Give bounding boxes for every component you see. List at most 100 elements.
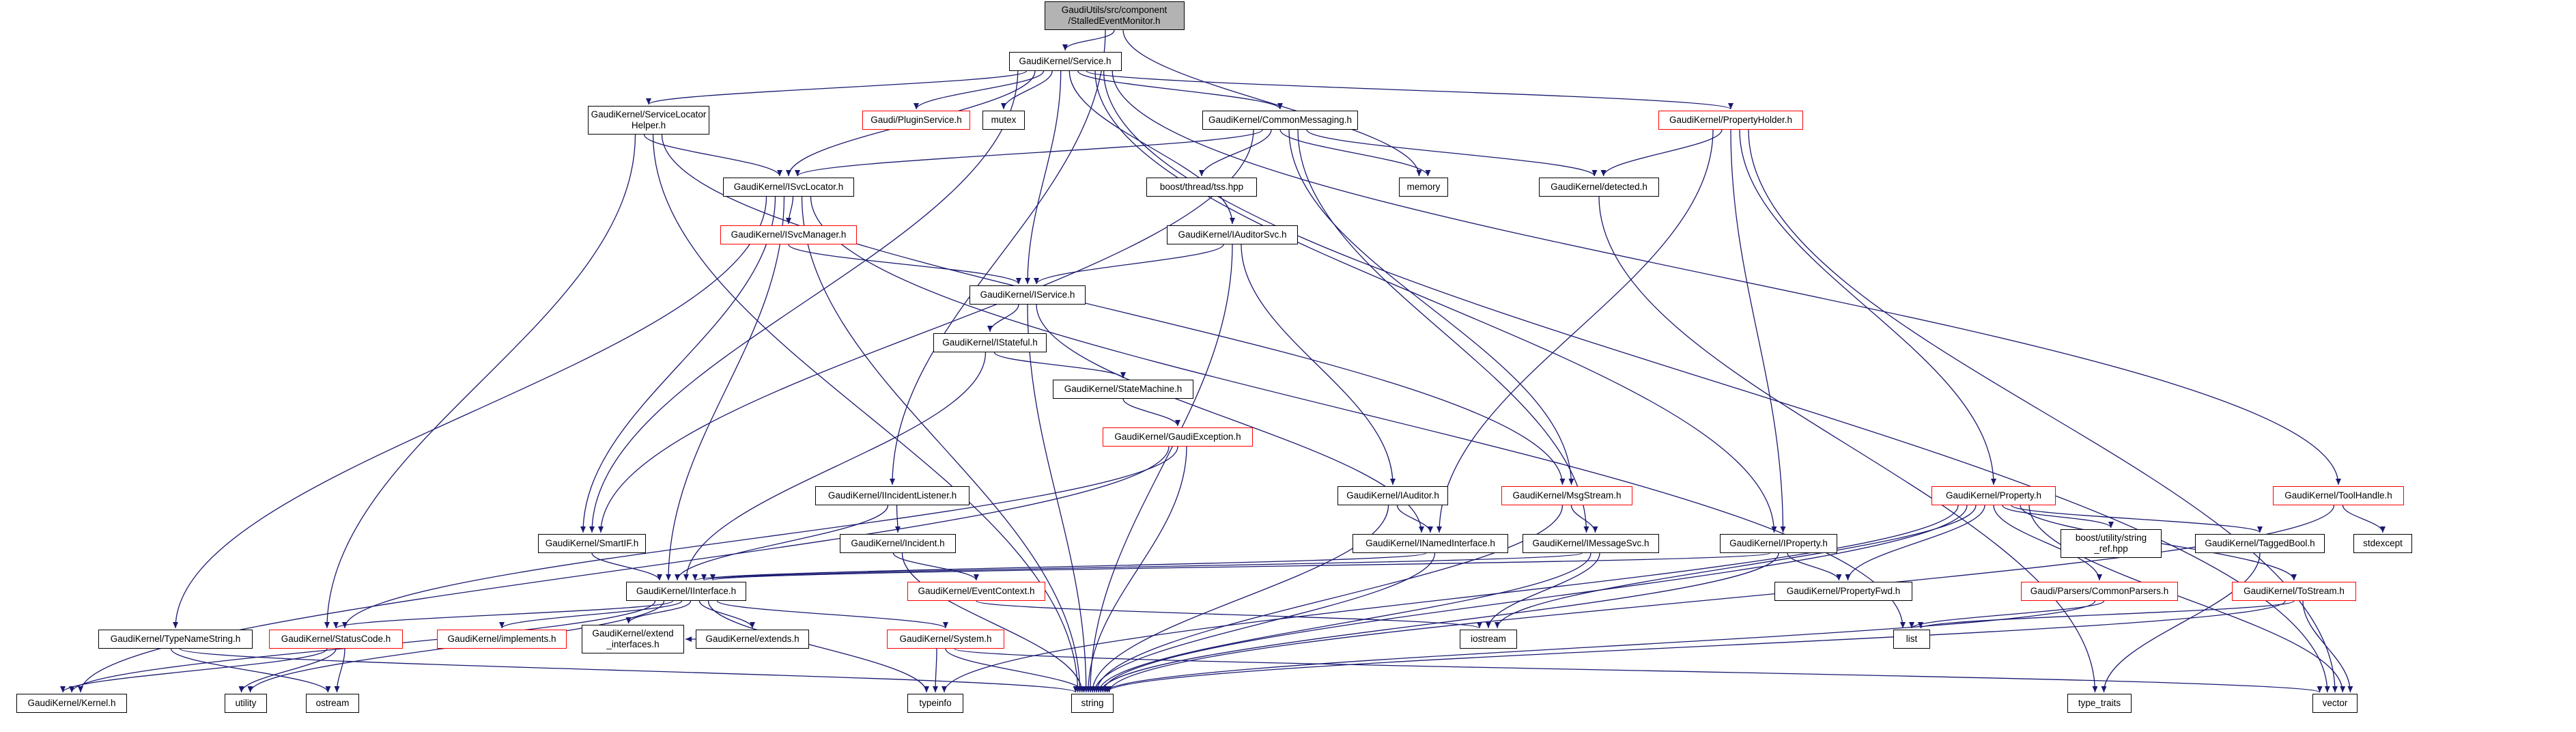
graph-node-iinterface[interactable]: GaudiKernel/IInterface.h <box>626 582 746 601</box>
graph-node-stringn[interactable]: string <box>1071 694 1114 713</box>
graph-node-statuscode[interactable]: GaudiKernel/StatusCode.h <box>269 630 403 649</box>
include-edge-property-to-stringn <box>1100 505 1968 693</box>
graph-node-commonmessaging[interactable]: GaudiKernel/CommonMessaging.h <box>1202 111 1358 130</box>
include-edge-iinterface-to-typeinfo <box>707 600 929 693</box>
graph-node-detected[interactable]: GaudiKernel/detected.h <box>1539 178 1659 197</box>
graph-node-gaudiexception[interactable]: GaudiKernel/GaudiException.h <box>1103 427 1253 447</box>
include-edge-toolhandle-to-stdexcept <box>2342 505 2386 533</box>
include-edge-iauditorsvc-to-iauditor <box>1241 244 1396 485</box>
include-edge-property-to-stringref <box>2002 505 2114 529</box>
graph-node-iincidentlistener[interactable]: GaudiKernel/IIncidentListener.h <box>815 486 969 505</box>
include-edge-commonparsers-to-stringn <box>1102 600 2096 693</box>
graph-node-isvclocator[interactable]: GaudiKernel/ISvcLocator.h <box>723 178 854 197</box>
graph-node-isvcmanager[interactable]: GaudiKernel/ISvcManager.h <box>720 225 857 244</box>
graph-node-property[interactable]: GaudiKernel/Property.h <box>1931 486 2056 505</box>
include-edge-service_h-to-smartif <box>589 70 1019 533</box>
graph-node-commonparsers[interactable]: Gaudi/Parsers/CommonParsers.h <box>2021 582 2178 601</box>
graph-node-memory[interactable]: memory <box>1399 178 1448 197</box>
include-edge-eventcontext-to-iostream <box>976 600 1482 629</box>
graph-node-service_h[interactable]: GaudiKernel/Service.h <box>1008 52 1122 71</box>
graph-node-stalled: GaudiUtils/src/component /StalledEventMo… <box>1044 1 1185 30</box>
graph-node-msgstream[interactable]: GaudiKernel/MsgStream.h <box>1501 486 1632 505</box>
graph-node-svclochelper[interactable]: GaudiKernel/ServiceLocator Helper.h <box>588 106 709 135</box>
include-edge-iproperty-to-iinterface <box>710 552 1770 581</box>
graph-node-incident[interactable]: GaudiKernel/Incident.h <box>840 534 956 553</box>
include-edge-iauditor-to-stringn <box>1090 505 1389 693</box>
graph-node-kernel[interactable]: GaudiKernel/Kernel.h <box>16 694 127 713</box>
graph-node-eventcontext[interactable]: GaudiKernel/EventContext.h <box>907 582 1045 601</box>
include-edge-svclochelper-to-isvclocator <box>643 134 782 177</box>
graph-node-typeinfo[interactable]: typeinfo <box>907 694 963 713</box>
include-edge-imessagesvc-to-stringn <box>1096 552 1591 693</box>
include-edge-smartif-to-iinterface <box>591 552 662 581</box>
graph-node-list[interactable]: list <box>1893 630 1930 649</box>
graph-node-iauditorsvc[interactable]: GaudiKernel/IAuditorSvc.h <box>1167 225 1298 244</box>
graph-node-utility[interactable]: utility <box>225 694 267 713</box>
graph-node-ostream[interactable]: ostream <box>306 694 359 713</box>
include-edge-isvcmanager-to-iservice <box>788 244 1021 285</box>
include-edge-service_h-to-iproperty <box>1094 70 1777 533</box>
include-edge-statuscode-to-kernel <box>60 648 328 693</box>
graph-node-pluginservice[interactable]: Gaudi/PluginService.h <box>862 111 970 130</box>
include-edge-property-to-propertyfwd <box>1845 505 1985 581</box>
include-edge-service_h-to-commonmessaging <box>1077 70 1283 110</box>
graph-node-system[interactable]: GaudiKernel/System.h <box>887 630 1004 649</box>
include-edge-taggedbool-to-typetraits <box>2101 552 2261 693</box>
graph-node-typenamestring[interactable]: GaudiKernel/TypeNameString.h <box>98 630 253 649</box>
include-edge-inamedinterface-to-iinterface <box>692 552 1427 581</box>
graph-node-imessagesvc[interactable]: GaudiKernel/IMessageSvc.h <box>1523 534 1659 553</box>
include-edge-propertyholder-to-vector <box>1748 129 2338 693</box>
graph-node-stringref[interactable]: boost/utility/string _ref.hpp <box>2061 529 2162 558</box>
include-edge-imessagesvc-to-iinterface <box>701 552 1583 581</box>
include-edge-stalled-to-iincidentlistener <box>890 29 1106 485</box>
include-edge-isvclocator-to-typenamestring <box>173 196 767 629</box>
include-edge-istateful-to-statemachine <box>993 352 1126 379</box>
graph-node-stdexcept[interactable]: stdexcept <box>2353 534 2412 553</box>
graph-node-statemachine[interactable]: GaudiKernel/StateMachine.h <box>1053 380 1193 399</box>
include-edge-iauditorsvc-to-iservice <box>1034 244 1224 285</box>
include-edge-property-to-taggedbool <box>2011 505 2263 533</box>
graph-node-propertyfwd[interactable]: GaudiKernel/PropertyFwd.h <box>1774 582 1912 601</box>
graph-node-iservice[interactable]: GaudiKernel/IService.h <box>969 285 1086 305</box>
graph-node-extends[interactable]: GaudiKernel/extends.h <box>696 630 809 649</box>
graph-node-extendinterfaces[interactable]: GaudiKernel/extend _interfaces.h <box>582 625 684 653</box>
graph-node-mutex[interactable]: mutex <box>982 111 1025 130</box>
include-edge-gaudiexception-to-kernel <box>78 446 1170 693</box>
include-edge-svclochelper-to-msgstream <box>661 134 1566 485</box>
graph-node-implements[interactable]: GaudiKernel/implements.h <box>437 630 567 649</box>
include-edge-commonmessaging-to-msgstream <box>1288 129 1574 485</box>
include-edge-gaudiexception-to-stringn <box>1085 446 1187 693</box>
include-edge-iinterface-to-implements <box>499 600 683 629</box>
include-edge-tostream-to-vector <box>2302 600 2353 693</box>
graph-node-taggedbool[interactable]: GaudiKernel/TaggedBool.h <box>2195 534 2325 553</box>
graph-node-inamedinterface[interactable]: GaudiKernel/INamedInterface.h <box>1353 534 1508 553</box>
graph-node-tss[interactable]: boost/thread/tss.hpp <box>1146 178 1257 197</box>
include-edge-property-to-commonparsers <box>1993 505 2102 581</box>
graph-node-smartif[interactable]: GaudiKernel/SmartIF.h <box>538 534 646 553</box>
graph-node-tostream[interactable]: GaudiKernel/ToStream.h <box>2232 582 2356 601</box>
include-edge-commonmessaging-to-isvclocator <box>795 129 1263 177</box>
graph-node-vector[interactable]: vector <box>2312 694 2358 713</box>
include-edge-iinterface-to-statuscode <box>333 600 674 629</box>
include-edge-iinterface-to-extendinterfaces <box>625 600 692 624</box>
include-edge-isvclocator-to-stringn <box>801 196 1083 693</box>
include-edge-iinterface-to-system <box>716 600 948 629</box>
graph-node-toolhandle[interactable]: GaudiKernel/ToolHandle.h <box>2273 486 2404 505</box>
include-edge-iincidentlistener-to-iinterface <box>675 505 889 581</box>
graph-node-propertyholder[interactable]: GaudiKernel/PropertyHolder.h <box>1658 111 1803 130</box>
graph-node-iauditor[interactable]: GaudiKernel/IAuditor.h <box>1337 486 1448 505</box>
include-edge-iincidentlistener-to-incident <box>894 505 901 533</box>
include-edge-system-to-vector <box>954 648 2322 693</box>
include-edge-service_h-to-iauditorsvc <box>1068 70 1235 225</box>
include-edge-service_h-to-mutex <box>1001 70 1053 110</box>
include-edge-iauditor-to-inamedinterface <box>1396 505 1433 533</box>
graph-node-iostream[interactable]: iostream <box>1460 630 1517 649</box>
graph-node-typetraits[interactable]: type_traits <box>2067 694 2132 713</box>
include-edge-propertyholder-to-detected <box>1600 129 1723 177</box>
include-edge-svclochelper-to-statuscode <box>324 134 636 629</box>
include-edge-propertyholder-to-iproperty <box>1730 129 1786 533</box>
include-edge-propertyholder-to-inamedinterface <box>1436 129 1714 533</box>
graph-node-istateful[interactable]: GaudiKernel/IStateful.h <box>933 333 1047 352</box>
graph-node-iproperty[interactable]: GaudiKernel/IProperty.h <box>1720 534 1837 553</box>
